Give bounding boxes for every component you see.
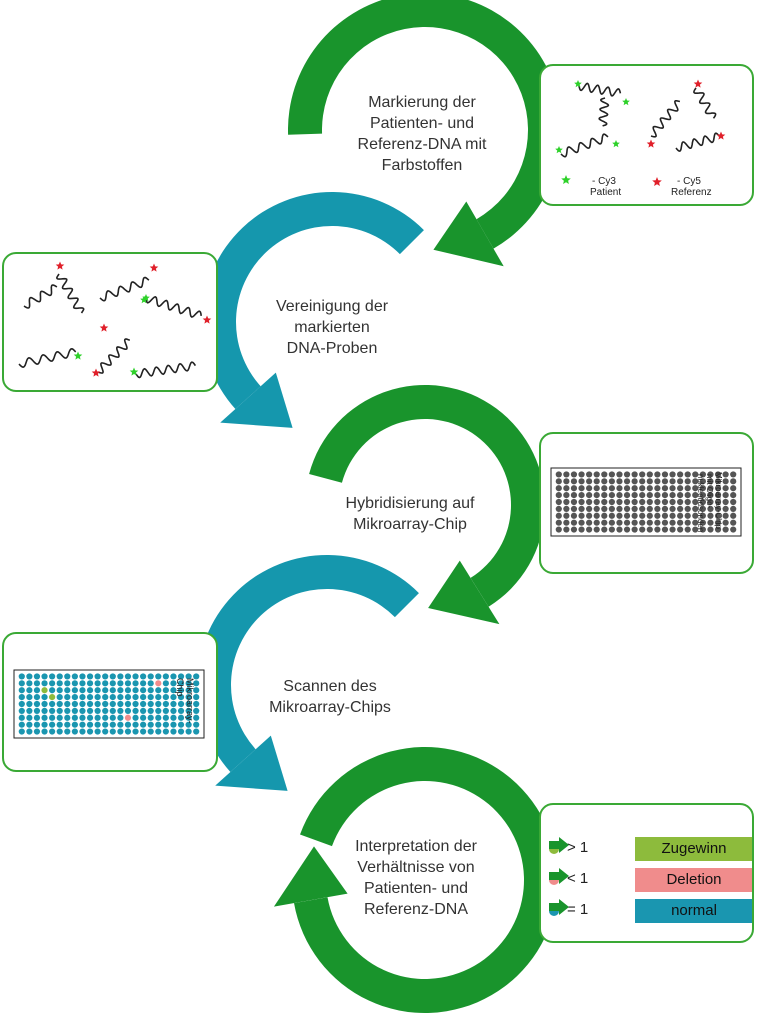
microarray-chip-box: Mikroarray-Chip mit Oligo- nukleotidsond… <box>539 432 754 574</box>
dna-strand <box>560 133 609 158</box>
cy5-label: - Cy5 <box>677 176 701 187</box>
cy5-star-icon <box>91 368 101 377</box>
cy3-star-icon <box>140 296 148 304</box>
step-2-line-2: markierten <box>294 319 370 336</box>
cy5-star-icon <box>149 263 159 272</box>
dna-strand <box>97 338 131 374</box>
scanned-chip-spots <box>18 673 200 735</box>
step-5-text: Interpretation der Verhältnisse von Pati… <box>316 836 516 920</box>
cy5-legend-star-icon <box>652 177 662 186</box>
step-3-line-2: Mikroarray-Chip <box>353 516 467 533</box>
step-5-line-1: Interpretation der <box>355 838 477 855</box>
labeled-dna-box: - Cy3 Patient - Cy5 Referenz <box>539 64 754 206</box>
arrow-right-icon <box>549 899 569 915</box>
gain-label: Zugewinn <box>635 837 752 861</box>
step-1-line-3: Referenz-DNA mit <box>357 136 487 153</box>
dna-strand <box>55 273 85 314</box>
cy3-star-icon <box>555 146 563 154</box>
microarray-chip-spots <box>555 471 737 533</box>
dna-strand <box>145 296 202 318</box>
chip-label-line-3: nukleotidsonden <box>696 474 705 533</box>
cy3-star-icon <box>129 367 139 376</box>
step-4-line-1: Scannen des <box>283 678 377 695</box>
cy3-star-icon <box>574 80 582 88</box>
step-3-text: Hybridisierung auf Mikroarray-Chip <box>310 493 510 535</box>
deletion-label: Deletion <box>635 868 752 892</box>
cy5-star-icon <box>99 323 109 332</box>
step-1-text: Markierung der Patienten- und Referenz-D… <box>322 92 522 176</box>
cy5-star-icon <box>202 315 212 324</box>
step-4-text: Scannen des Mikroarray-Chips <box>230 676 430 718</box>
step-3-arrow-arrowhead <box>428 560 500 625</box>
gain-symbol: > 1 <box>567 839 589 856</box>
step-5-line-2: Verhältnisse von <box>357 859 475 876</box>
cy3-star-icon <box>622 98 630 106</box>
dna-strand <box>23 284 58 309</box>
step-1-line-1: Markierung der <box>368 94 476 111</box>
cy3-star-icon <box>73 351 83 360</box>
interpretation-legend-box: > 1 Zugewinn < 1 Deletion = 1 normal <box>539 803 754 943</box>
legend-row-normal: = 1 normal <box>549 899 752 923</box>
cy5-referenz-label: Referenz <box>671 187 712 198</box>
step-2-line-1: Vereinigung der <box>275 298 389 315</box>
cy5-star-icon <box>693 79 703 88</box>
step-5-arrow-arrowhead <box>273 846 348 907</box>
step-4-line-2: Mikroarray-Chips <box>269 699 391 716</box>
dna-strand <box>135 361 197 379</box>
step-2-arrow-arc <box>202 192 424 409</box>
scanned-chip-illustration <box>13 669 205 739</box>
step-4-arrow-arc <box>196 554 419 772</box>
arrow-right-icon <box>549 837 569 853</box>
cy5-star-icon <box>646 139 656 148</box>
mixed-dna-box <box>2 252 218 392</box>
step-1-line-2: Patienten- und <box>369 115 475 132</box>
cy5-star-icon <box>716 131 726 140</box>
mixed-dna-illustration <box>18 261 212 379</box>
step-5-line-3: Patienten- und <box>363 880 469 897</box>
legend-row-gain: > 1 Zugewinn <box>549 837 752 861</box>
dna-strand <box>650 100 681 138</box>
cy3-label: - Cy3 <box>592 176 616 187</box>
dna-strand <box>598 97 610 127</box>
dna-strand <box>578 82 622 97</box>
dna-strand <box>18 347 77 368</box>
scanned-chip-label-line-1: Mikroarray- <box>185 678 195 724</box>
cy3-legend-star-icon <box>561 175 571 184</box>
normal-symbol: = 1 <box>567 901 589 918</box>
scanned-chip-box: Mikroarray- Chip <box>2 632 218 772</box>
dna-strand <box>99 276 150 302</box>
scanned-chip-label-line-2: Chip <box>175 678 185 697</box>
chip-label-line-1: Mikroarray-Chip <box>714 472 723 529</box>
deletion-symbol: < 1 <box>567 870 589 887</box>
dna-strand <box>675 132 721 152</box>
step-5-line-4: Referenz-DNA <box>363 901 469 918</box>
microarray-chip-illustration <box>550 467 742 537</box>
chip-label-line-2: mit Oligo- <box>705 474 714 509</box>
step-1-arrow-arrowhead <box>433 201 504 267</box>
cy3-patient-label: Patient <box>590 187 622 198</box>
legend-row-deletion: < 1 Deletion <box>549 868 752 892</box>
step-2-arrow-arrowhead <box>220 372 293 428</box>
step-1-line-4: Farbstoffen <box>381 157 463 174</box>
normal-label: normal <box>635 899 752 923</box>
cy3-star-icon <box>612 140 620 148</box>
labeled-dna-illustration <box>555 79 726 186</box>
step-3-arrow-arc <box>309 384 546 607</box>
step-4-arrow-arrowhead <box>215 735 288 791</box>
step-2-line-3: DNA-Proben <box>286 340 378 357</box>
step-3-line-1: Hybridisierung auf <box>345 495 475 512</box>
dna-strand <box>693 87 717 119</box>
arrow-right-icon <box>549 868 569 884</box>
cy5-star-icon <box>55 261 65 270</box>
step-2-text: Vereinigung der markierten DNA-Proben <box>232 296 432 359</box>
